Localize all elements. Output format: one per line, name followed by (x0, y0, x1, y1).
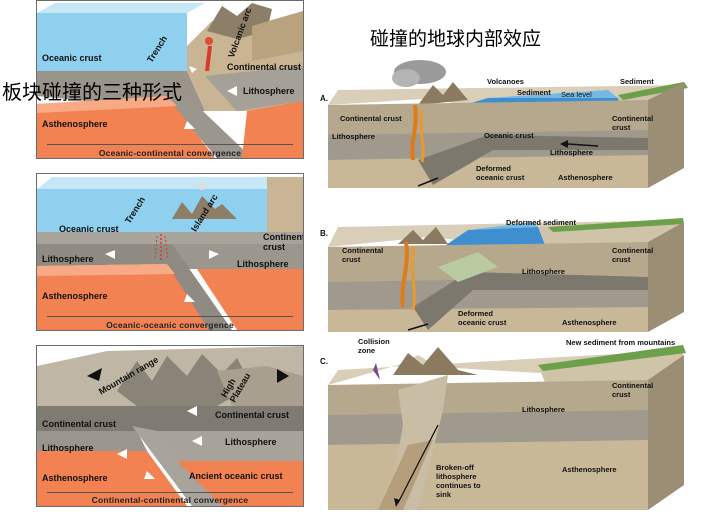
lithosphere-left-label: Lithosphere (42, 443, 94, 453)
sediment-right-label: Sediment (620, 77, 654, 86)
lithosphere-left-label: Lithosphere (332, 132, 375, 141)
new-sediment-label: New sediment from mountains (566, 338, 676, 347)
continental-crust-left-label: Continental crust (42, 419, 117, 429)
panel-caption: Continental-continental convergence (91, 495, 249, 505)
deformed-sediment-label: Deformed sediment (506, 218, 577, 227)
figure-c: C. Collision zone New sediment from moun… (318, 335, 702, 510)
figure-a-letter: A. (320, 94, 328, 103)
continental-crust-label: Continental crust (227, 62, 302, 72)
asthenosphere-label: Asthenosphere (42, 291, 108, 301)
figure-b: B. Deformed sediment Continental crust C… (318, 212, 702, 332)
caption-rule (47, 144, 293, 145)
continental-crust-left-label: Continental crust (340, 114, 402, 123)
ancient-oceanic-crust-label: Ancient oceanic crust (189, 471, 283, 481)
continental-continental-panel: Mountain range High Plateau Continental … (36, 345, 304, 507)
lithosphere-label: Lithosphere (243, 86, 295, 96)
panel-caption: Oceanic-continental convergence (98, 148, 242, 158)
caption-rule (47, 492, 293, 493)
continental-crust-label: Continental crust (612, 381, 654, 399)
lithosphere-right-label: Lithosphere (225, 437, 277, 447)
deformed-oceanic-crust-label: Deformed oceanic crust (458, 309, 507, 327)
panel-caption: Oceanic-oceanic convergence (106, 320, 234, 330)
lithosphere-label: Lithosphere (522, 267, 565, 276)
lithosphere-label: Lithosphere (522, 405, 565, 414)
broken-off-lithosphere-label: Broken-off lithosphere continues to sink (436, 463, 481, 499)
oceanic-crust-label: Oceanic crust (59, 224, 119, 234)
caption-rule (47, 316, 293, 317)
collision-zone-label: Collision zone (358, 337, 390, 355)
figure-b-illustration (328, 218, 684, 332)
oceanic-crust-label: Oceanic crust (484, 131, 534, 140)
sea-level-label: Sea level (561, 90, 592, 99)
sediment-label: Sediment (517, 88, 551, 97)
continental-continental-illustration (37, 346, 303, 506)
right-title: 碰撞的地球内部效应 (370, 28, 542, 50)
figure-a: A. Volcanoes Sediment Sea level Sediment… (318, 60, 702, 188)
left-title: 板块碰撞的三种形式 (2, 80, 182, 104)
lithosphere-right-label: Lithosphere (237, 259, 289, 269)
asthenosphere-label: Asthenosphere (42, 473, 108, 483)
continental-crust-label: Continental crust (263, 232, 303, 252)
continental-crust-right-label: Continental crust (215, 410, 290, 420)
oceanic-crust-label: Oceanic crust (42, 53, 102, 63)
figure-a-illustration (328, 60, 688, 188)
asthenosphere-label: Asthenosphere (42, 119, 108, 129)
lithosphere-right-label: Lithosphere (550, 148, 593, 157)
oceanic-continental-illustration (37, 1, 303, 158)
figure-c-illustration (328, 345, 686, 510)
continental-crust-left-label: Continental crust (342, 246, 384, 264)
volcanoes-label: Volcanoes (487, 77, 524, 86)
continental-crust-right-label: Continental crust (612, 114, 654, 132)
asthenosphere-label: Asthenosphere (562, 465, 617, 474)
asthenosphere-label: Asthenosphere (562, 318, 617, 327)
continental-crust-right-label: Continental crust (612, 246, 654, 264)
figure-b-letter: B. (320, 229, 328, 238)
oceanic-oceanic-panel: Trench Island arc Oceanic crust Continen… (36, 173, 304, 331)
asthenosphere-label: Asthenosphere (558, 173, 613, 182)
deformed-oceanic-crust-label: Deformed oceanic crust (476, 164, 525, 182)
lithosphere-left-label: Lithosphere (42, 254, 94, 264)
oceanic-continental-panel: Oceanic crust Trench Volcanic arc Contin… (36, 0, 304, 159)
figure-c-letter: C. (320, 357, 328, 366)
oceanic-oceanic-illustration (37, 174, 303, 330)
